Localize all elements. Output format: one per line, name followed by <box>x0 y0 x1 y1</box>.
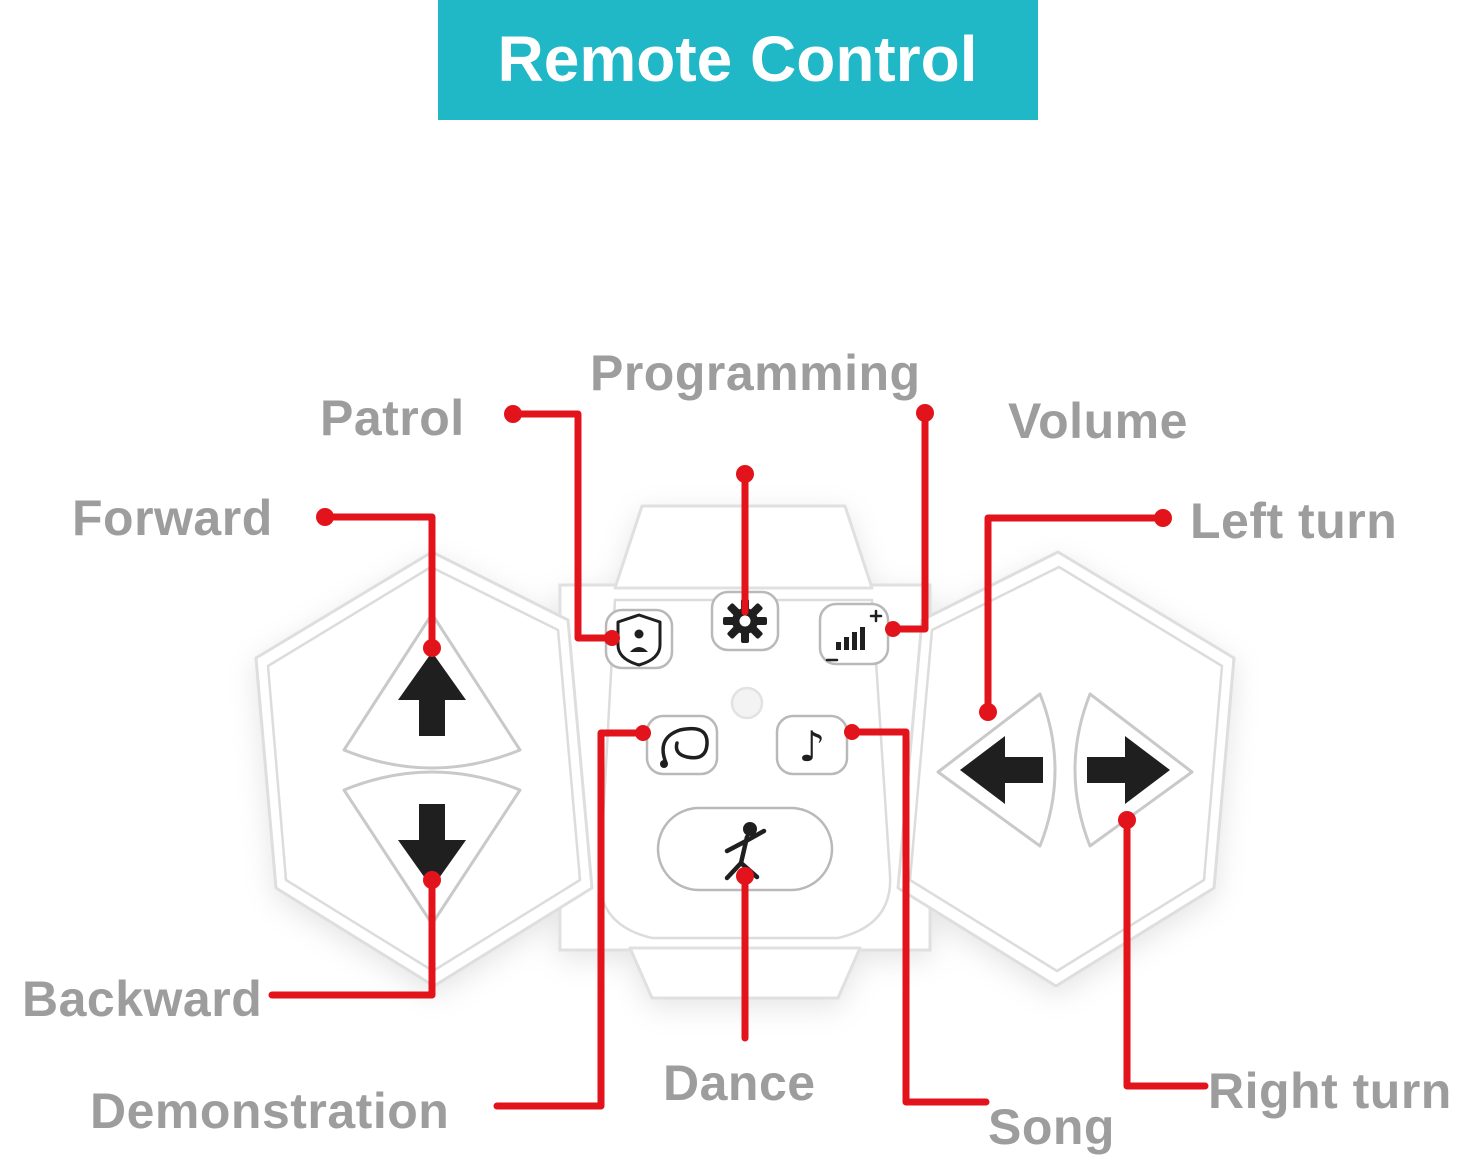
loop-rope-icon <box>660 726 709 768</box>
left-arrow-icon <box>960 736 1043 804</box>
volume-icon <box>825 609 883 662</box>
label-backward: Backward <box>22 971 263 1027</box>
patrol-button <box>604 608 674 670</box>
up-arrow-icon <box>398 652 466 736</box>
right-arrow-icon <box>1087 736 1170 804</box>
callout-volume <box>889 409 929 633</box>
right-turn-button <box>1073 692 1194 848</box>
indicator-light <box>730 686 764 720</box>
label-dance: Dance <box>663 1055 816 1111</box>
volume-button <box>818 602 890 666</box>
callout-right-turn <box>1123 816 1209 1090</box>
label-right-turn: Right turn <box>1208 1063 1452 1119</box>
music-note-icon: ♪ <box>799 722 826 771</box>
banner-title: Remote Control <box>497 23 978 95</box>
right-pad-inner-outline <box>908 565 1224 973</box>
callout-song <box>848 728 990 1106</box>
label-demonstration: Demonstration <box>90 1083 450 1139</box>
label-programming: Programming <box>590 345 921 401</box>
song-button: ♪ <box>775 714 849 776</box>
callout-backward <box>268 876 436 999</box>
label-song: Song <box>988 1099 1115 1155</box>
callout-demonstration <box>493 729 647 1110</box>
down-arrow-icon <box>398 804 466 888</box>
dance-button <box>656 806 834 892</box>
backward-button <box>342 770 522 926</box>
forward-button <box>342 612 522 770</box>
label-patrol: Patrol <box>320 390 465 446</box>
dancing-person-icon <box>724 822 767 881</box>
callout-left-turn <box>984 514 1167 716</box>
banner: Remote Control <box>437 0 1038 120</box>
plus-icon <box>869 609 883 623</box>
label-volume: Volume <box>1008 393 1188 449</box>
label-left-turn: Left turn <box>1190 493 1398 549</box>
callout-dots <box>316 404 1172 889</box>
shield-person-icon <box>616 613 662 667</box>
callout-patrol <box>509 410 616 642</box>
callout-forward <box>321 513 436 652</box>
left-turn-button <box>936 692 1057 848</box>
label-forward: Forward <box>72 490 273 546</box>
demonstration-button <box>645 714 719 776</box>
